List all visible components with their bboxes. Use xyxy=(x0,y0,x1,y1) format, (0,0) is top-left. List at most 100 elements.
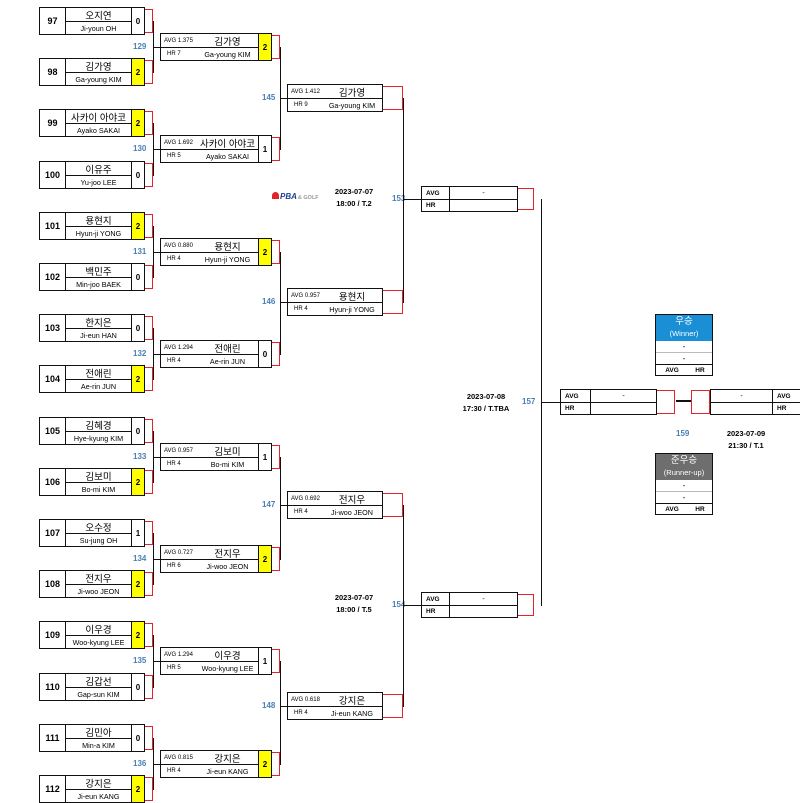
game-number: 148 xyxy=(262,701,276,710)
round1-bracket-line xyxy=(153,457,160,458)
game-number: 145 xyxy=(262,93,276,102)
round1-bracket-line xyxy=(153,661,160,662)
player-name-en: Ga-young KIM xyxy=(197,47,259,60)
avg-label: AVG 1.294 xyxy=(164,344,193,351)
player-name-kr: 김갑선 xyxy=(66,674,132,687)
player-name-en: Ae-rin JUN xyxy=(66,379,132,392)
score-cell: 0 xyxy=(135,733,141,743)
avg-value: - xyxy=(622,392,625,400)
game-number: 134 xyxy=(133,554,147,563)
round1-bracket-line xyxy=(153,47,160,48)
avg-label: AVG 1.294 xyxy=(164,651,193,658)
seed-number: 100 xyxy=(40,162,66,188)
player-name-kr: 전지우 xyxy=(66,571,132,584)
hr-value xyxy=(711,402,773,414)
avg-label: AVG 0.957 xyxy=(164,447,193,454)
avg-label: AVG 1.375 xyxy=(164,37,193,44)
round1-connector-tab xyxy=(145,60,153,84)
schedule-159: 2023-07-09 21:30 / T.1 xyxy=(726,429,766,450)
avg-value: - xyxy=(482,189,485,197)
player-name-kr: 김가영 xyxy=(338,87,366,99)
game-number: 130 xyxy=(133,144,147,153)
player-name-en: Bo-mi KIM xyxy=(197,457,259,470)
round2-bracket-line xyxy=(280,252,281,355)
hr-value xyxy=(450,199,517,211)
player-name-en: Hye-kyung KIM xyxy=(66,431,132,444)
score-cell: 1 xyxy=(262,452,268,462)
schedule-154: 2023-07-07 18:00 / T.5 xyxy=(334,593,374,614)
score-cell: 2 xyxy=(132,469,144,495)
round2-connector-tab xyxy=(272,137,280,161)
round1-connector-tab xyxy=(145,367,153,391)
avg-label: AVG 0.815 xyxy=(164,754,193,761)
hr-label: HR 7 xyxy=(161,47,197,60)
logo-mark-icon xyxy=(272,192,279,199)
seed-number: 108 xyxy=(40,571,66,597)
seed-number: 107 xyxy=(40,520,66,546)
round3-bracket-line xyxy=(403,98,404,303)
player-name-en: Ayako SAKAI xyxy=(197,149,259,162)
score-cell: 2 xyxy=(259,546,271,572)
player-name-en: Min-joo BAEK xyxy=(66,277,132,290)
player-name-kr: 전애린 xyxy=(66,366,132,379)
pba-logo: PBA& GOLF xyxy=(272,192,324,204)
score-cell: 2 xyxy=(259,751,271,777)
round2-bracket-line xyxy=(280,505,287,506)
player-name-en: Hyun-ji YONG xyxy=(66,226,132,239)
hr-value xyxy=(591,402,656,414)
hr-label: HR xyxy=(422,199,450,211)
player-name-kr: 전지우 xyxy=(197,546,259,559)
round4-connector-tab xyxy=(518,188,534,210)
score-cell: 2 xyxy=(259,34,271,60)
hr-label: HR 9 xyxy=(288,98,322,111)
score-cell: 0 xyxy=(135,682,141,692)
player-name-en: Su-jung OH xyxy=(66,533,132,546)
round3-connector-tab xyxy=(383,290,403,314)
round3-bracket-line xyxy=(403,505,404,707)
score-cell: 1 xyxy=(135,528,141,538)
round1-connector-tab xyxy=(145,316,153,340)
player-name-kr: 용현지 xyxy=(197,239,259,252)
seed-number: 103 xyxy=(40,315,66,341)
score-cell: 0 xyxy=(262,349,268,359)
round2-connector-tab xyxy=(272,35,280,59)
seed-number: 105 xyxy=(40,418,66,444)
round2-connector-tab xyxy=(272,445,280,469)
seed-number: 104 xyxy=(40,366,66,392)
seed-number: 99 xyxy=(40,110,66,136)
avg-value: - xyxy=(711,390,773,402)
round2-bracket-line xyxy=(280,98,287,99)
round3-connector-tab xyxy=(383,694,403,718)
round1-connector-tab xyxy=(145,572,153,596)
score-cell: 2 xyxy=(259,239,271,265)
score-cell: 2 xyxy=(132,776,144,802)
player-name-en: Ji-eun KANG xyxy=(197,764,259,777)
player-name-kr: 전애린 xyxy=(197,341,259,354)
player-name-kr: 용현지 xyxy=(338,291,366,303)
seed-number: 112 xyxy=(40,776,66,802)
avg-label: AVG 0.727 xyxy=(164,549,193,556)
round1-connector-tab xyxy=(145,9,153,33)
score-cell: 1 xyxy=(262,656,268,666)
hr-label: HR 4 xyxy=(161,764,197,777)
player-name-kr: 김민아 xyxy=(66,725,132,738)
round1-connector-tab xyxy=(145,470,153,494)
score-cell: 2 xyxy=(132,571,144,597)
player-name-en: Bo-mi KIM xyxy=(66,482,132,495)
semi-final-box: AVG-HR xyxy=(560,389,657,415)
